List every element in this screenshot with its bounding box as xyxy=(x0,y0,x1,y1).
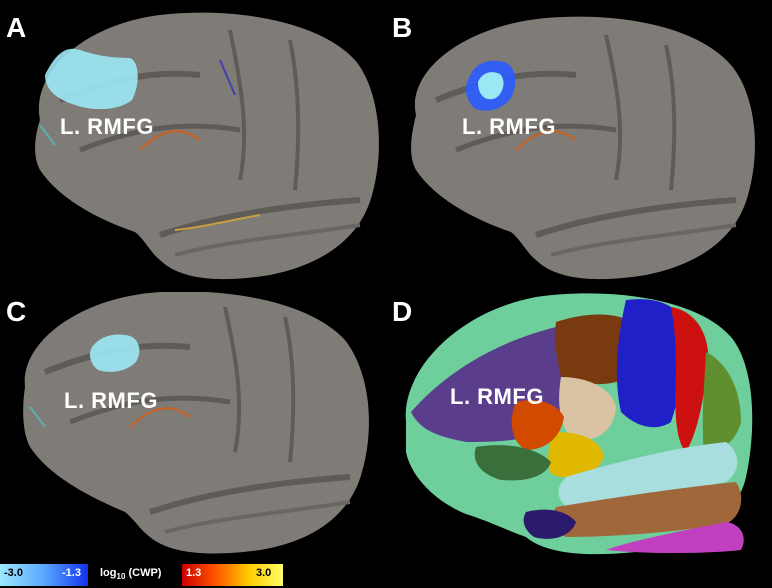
colorbar-pos-min: 1.3 xyxy=(186,567,202,579)
region-label-b: L. RMFG xyxy=(462,114,556,139)
atlas-parcellation xyxy=(405,293,753,555)
colorbar-title-sub: 10 xyxy=(116,572,126,582)
region-label-c: L. RMFG xyxy=(64,388,158,413)
colorbar-title-rest: (CWP) xyxy=(125,567,162,579)
brain-surface-b xyxy=(411,16,755,280)
colorbar-neg-max: -1.3 xyxy=(62,567,81,579)
colorbar-negative xyxy=(0,564,88,586)
colorbar-title-bg xyxy=(88,564,182,586)
cluster-c xyxy=(90,334,140,372)
colorbar: -3.0 -1.3 log10 (CWP) 1.3 3.0 xyxy=(0,564,283,586)
colorbar-title: log10 (CWP) xyxy=(100,567,161,581)
panel-letter-a: A xyxy=(6,12,27,43)
panel-c: C L. RMFG xyxy=(0,292,386,562)
panel-a: A L. RMFG xyxy=(0,0,386,292)
colorbar-positive xyxy=(182,564,283,586)
region-label-d: L. RMFG xyxy=(450,384,544,409)
cluster-a xyxy=(45,48,138,110)
colorbar-pos-max: 3.0 xyxy=(256,567,272,579)
panel-letter-c: C xyxy=(6,296,27,327)
colorbar-neg-min: -3.0 xyxy=(4,567,23,579)
colorbar-title-main: log xyxy=(100,567,117,579)
brain-surface-c xyxy=(23,292,369,554)
panel-d: D L. RMFG xyxy=(386,292,772,562)
panel-letter-d: D xyxy=(392,296,413,327)
panel-b: B L. RMFG xyxy=(386,0,772,292)
region-label-a: L. RMFG xyxy=(60,114,154,139)
panel-letter-b: B xyxy=(392,12,413,43)
brain-surface-a xyxy=(35,12,379,280)
